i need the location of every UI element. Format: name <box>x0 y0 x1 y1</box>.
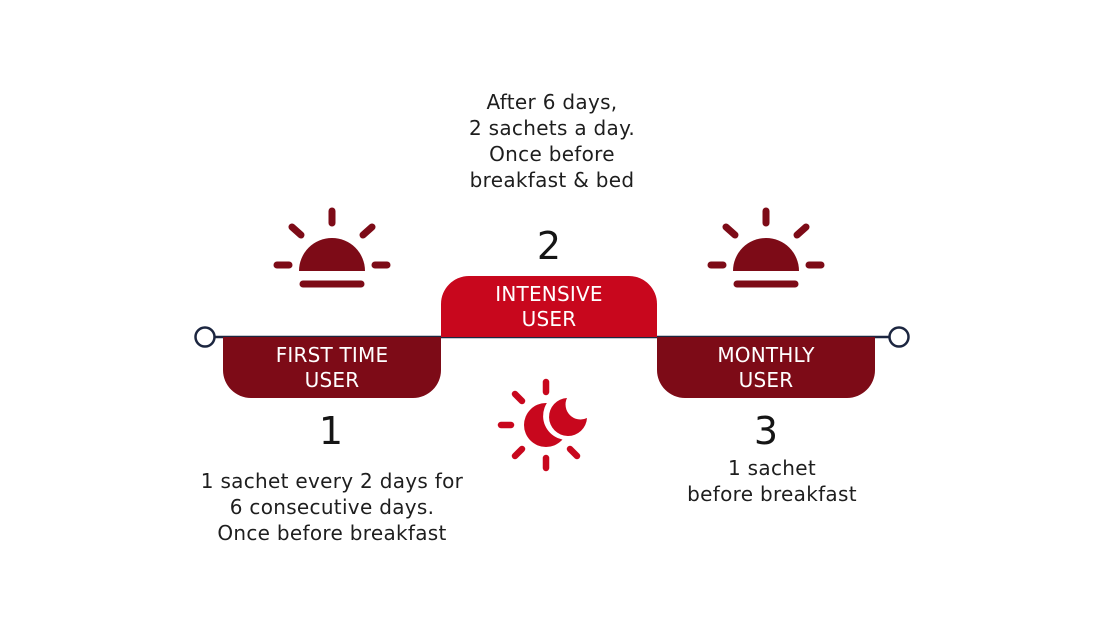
step-1-number: 1 <box>318 409 344 453</box>
step-2-label-line-1: INTENSIVE <box>495 281 603 306</box>
step-1-description: 1 sachet every 2 days for 6 consecutive … <box>200 469 464 545</box>
sun-moon-icon <box>497 378 591 472</box>
step-1-label-line-1: FIRST TIME <box>275 342 389 367</box>
timeline-start-marker <box>194 326 216 348</box>
step-3-label-line-1: MONTHLY <box>717 342 815 367</box>
step-2-badge: INTENSIVE USER <box>441 276 657 337</box>
sunrise-icon <box>273 207 391 288</box>
step-3-badge: MONTHLY USER <box>657 337 875 398</box>
step-2-label-line-2: USER <box>521 306 577 331</box>
step-2-description: After 6 days, 2 sachets a day. Once befo… <box>468 90 636 192</box>
sunrise-icon <box>707 207 825 288</box>
step-2-number: 2 <box>536 224 562 268</box>
step-3-number: 3 <box>753 409 779 453</box>
step-1-label-line-2: USER <box>304 367 360 392</box>
step-3-description: 1 sachet before breakfast <box>687 456 857 506</box>
step-3-label-line-2: USER <box>738 367 794 392</box>
timeline-end-marker <box>888 326 910 348</box>
step-1-badge: FIRST TIME USER <box>223 337 441 398</box>
